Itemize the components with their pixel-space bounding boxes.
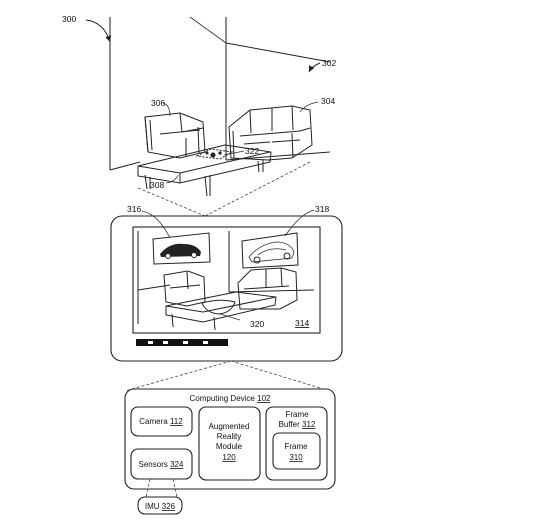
camera-box bbox=[130, 406, 193, 437]
ar-module-box bbox=[198, 406, 261, 481]
ref-302-arrow bbox=[308, 62, 321, 73]
frame-ref: 310 bbox=[289, 453, 303, 462]
display-device bbox=[110, 215, 343, 362]
ref-306: 306 bbox=[151, 98, 165, 108]
camera-label: Camera 112 bbox=[139, 417, 183, 426]
virtual-picture-318 bbox=[241, 232, 299, 269]
ref-302: 302 bbox=[322, 58, 336, 68]
figure-ref-300: 300 bbox=[62, 14, 76, 24]
ref-320: 320 bbox=[250, 319, 264, 329]
ref-322: 322 bbox=[245, 146, 259, 156]
ref-318: 318 bbox=[315, 204, 329, 214]
imu-connector bbox=[145, 478, 178, 498]
frame-box bbox=[272, 432, 321, 470]
frame-buffer-line1: Frame bbox=[285, 410, 309, 419]
virtual-picture-316 bbox=[152, 232, 211, 265]
display-toolbar bbox=[136, 339, 228, 346]
coffee-table bbox=[137, 144, 272, 197]
ref-308: 308 bbox=[150, 180, 164, 190]
ref-316: 316 bbox=[127, 204, 141, 214]
frame-label: Frame bbox=[284, 442, 308, 451]
ar-module-line1: Augmented bbox=[209, 422, 250, 431]
projection-lines-bottom bbox=[124, 360, 331, 392]
imu-326: IMU 326 bbox=[137, 496, 183, 515]
ar-module-line3: Module bbox=[216, 442, 243, 451]
computing-device-title: Computing Device 102 bbox=[190, 394, 272, 403]
ref-304: 304 bbox=[321, 96, 335, 106]
frame-buffer-line2: Buffer 312 bbox=[279, 420, 316, 429]
screen-scene bbox=[137, 231, 315, 331]
ref-314: 314 bbox=[295, 318, 309, 328]
sensors-label: Sensors 324 bbox=[139, 460, 184, 469]
ar-module-line2: Reality bbox=[217, 432, 241, 441]
room-scene bbox=[109, 16, 331, 197]
imu-label: IMU 326 bbox=[145, 502, 176, 511]
virtual-bowl-320 bbox=[201, 299, 236, 315]
armchair bbox=[144, 112, 206, 159]
computing-device-102: Computing Device 102 Camera 112 Sensors … bbox=[124, 388, 336, 490]
projection-lines-top bbox=[137, 161, 311, 217]
ar-module-ref: 120 bbox=[222, 453, 236, 462]
sensors-box bbox=[130, 448, 193, 480]
figure-ref-300-arrow bbox=[85, 19, 112, 43]
